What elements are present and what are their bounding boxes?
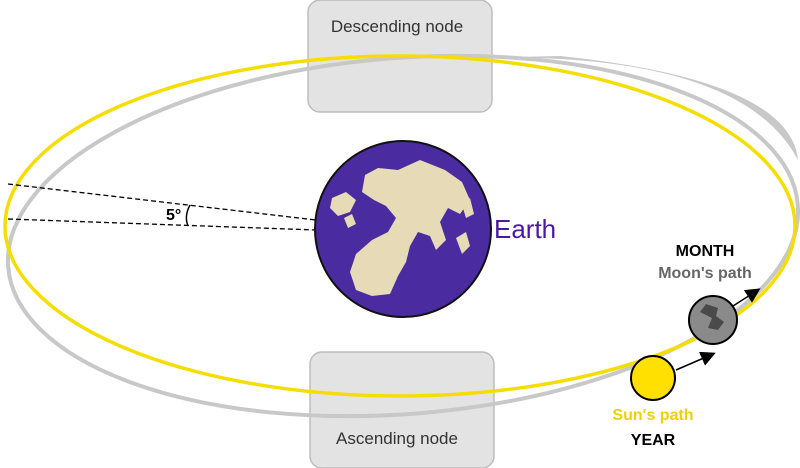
sun-icon [630, 355, 676, 401]
moon-path-label: Moon's path [658, 265, 752, 282]
moon-orbit [5, 53, 800, 419]
sun-direction-arrow [675, 351, 716, 371]
angle-label: 5° [166, 207, 181, 224]
earth-label: Earth [494, 214, 556, 244]
angle-arc [185, 204, 191, 227]
moon-direction-arrow [732, 288, 761, 307]
year-label: YEAR [631, 432, 676, 449]
moon-plane-reference-line [7, 218, 317, 231]
ecliptic-reference-line [7, 183, 317, 221]
sun-path-label: Sun's path [612, 407, 693, 424]
month-label: MONTH [676, 243, 735, 260]
ascending-node-box [309, 351, 495, 468]
sun-orbit [3, 54, 797, 398]
descending-node-label: Descending node [331, 17, 463, 36]
moon-icon [688, 295, 738, 345]
earth-globe-icon [314, 140, 492, 318]
ascending-node-label: Ascending node [336, 429, 458, 448]
